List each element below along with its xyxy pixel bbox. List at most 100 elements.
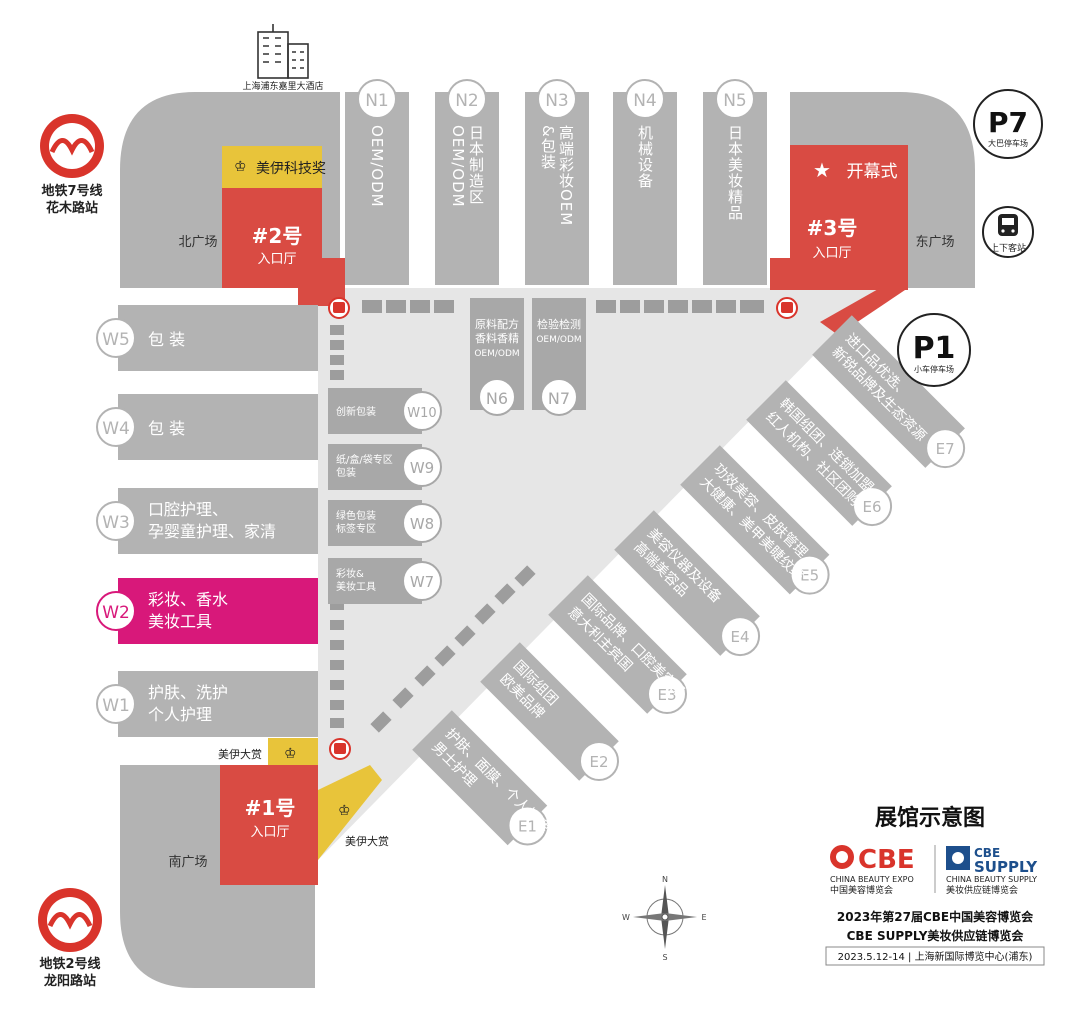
hall-block [680, 445, 830, 595]
entrance-3-ramp [820, 288, 908, 335]
entrance-1-block [220, 765, 318, 885]
entrance-1[interactable]: ♔ 美伊大赏 #1号 入口厅 ♔ 美伊大赏 [218, 738, 389, 885]
hall-label: 日本制造区 [467, 125, 485, 205]
hall-badge [925, 428, 966, 469]
hall-label: 包 装 [148, 419, 185, 438]
parking-p7[interactable]: P7 大巴停车场 [973, 89, 1043, 159]
hall-label: 包装 [336, 466, 356, 479]
parking-p1[interactable]: P1 小车停车场 [897, 313, 971, 387]
hall-badge [578, 740, 619, 781]
metro-logo-icon [38, 888, 102, 952]
hall-block [812, 315, 965, 468]
hall-badge [96, 684, 136, 724]
hall-block [118, 578, 318, 644]
east-plaza-label: 东广场 [915, 235, 954, 250]
hall-badge [507, 805, 548, 846]
train-icon [998, 214, 1018, 236]
entrance-2[interactable]: ♔ 美伊科技奖 #2号 入口厅 [222, 146, 345, 306]
hotel: 上海浦东嘉里大酒店 [242, 24, 324, 92]
bus-stop[interactable]: 上下客站 [982, 206, 1034, 258]
metro-top[interactable]: 地铁7号线 花木路站 [40, 114, 104, 216]
award-w1-label: 美伊大赏 [218, 747, 262, 761]
hall-label: 护肤、洗护 [148, 683, 228, 702]
cbe-cn: 中国美容博览会 [830, 884, 893, 896]
hall-badge [852, 486, 893, 527]
hall-w4[interactable]: W4 包 装 [96, 394, 318, 460]
hall-n5[interactable]: N5 日本美妆精品 [703, 79, 767, 285]
hall-label: 机械设备 [636, 125, 654, 189]
award-w1-bg [268, 738, 318, 766]
west-concourse [318, 288, 322, 768]
supply-wordmark-1: CBE [974, 846, 1000, 860]
supply-logo: CBE SUPPLY CHINA BEAUTY SUPPLY 美妆供应链博览会 [946, 846, 1038, 896]
hall-id: N2 [455, 91, 479, 111]
hall-label: 日本美妆精品 [726, 125, 744, 221]
hall-label: 彩妆、香水 [148, 590, 228, 609]
hall-id: E7 [936, 440, 955, 458]
metro-top-station: 花木路站 [46, 200, 98, 216]
hall-id: N5 [723, 91, 747, 111]
hall-block [435, 92, 499, 285]
supply-cn: 美妆供应链博览会 [946, 884, 1018, 896]
event-line-1: 2023年第27届CBE中国美容博览会 [837, 909, 1034, 924]
hall-id: W2 [102, 603, 130, 623]
cbe-wordmark: CBE [858, 845, 915, 875]
entrance-3[interactable]: ★ 开幕式 #3号 入口厅 [770, 145, 908, 335]
hall-id: N6 [486, 389, 508, 408]
hall-id: W4 [102, 419, 130, 439]
hall-id: N7 [548, 389, 570, 408]
hall-label: OEM/ODM [449, 125, 467, 208]
hall-label: 个人护理 [148, 705, 212, 724]
hall-id: E4 [731, 628, 750, 646]
hall-label: 纸/盒/袋专区 [336, 453, 393, 466]
cbe-logo: CBE CHINA BEAUTY EXPO 中国美容博览会 [830, 845, 915, 896]
event-line-2: CBE SUPPLY美妆供应链博览会 [847, 928, 1025, 943]
hall-label: OEM/ODM [368, 125, 386, 208]
award-icon: ♔ [284, 746, 297, 762]
entrance-1-label: 入口厅 [250, 825, 289, 840]
map-title: 展馆示意图 [875, 805, 985, 831]
hall-label: 检验检测 [537, 317, 581, 331]
award-tech-bg [222, 146, 322, 188]
award-bottom-label: 美伊大赏 [345, 834, 389, 848]
hall-id: E3 [657, 686, 676, 704]
p1-label: P1 [913, 331, 956, 366]
metro-logo-icon [40, 114, 104, 178]
metro-bottom[interactable]: 地铁2号线 龙阳路站 [38, 888, 102, 989]
bus-icon [776, 297, 798, 319]
hall-block [480, 642, 619, 781]
event-date-box [825, 946, 1045, 966]
hall-label: 香料香精 [475, 331, 519, 345]
hall-label: 口腔护理、 [148, 500, 228, 519]
hall-block [118, 488, 318, 554]
hall-badge [402, 391, 442, 431]
hall-badge [96, 591, 136, 631]
compass-s: S [662, 953, 667, 962]
hall-id: W8 [410, 515, 434, 533]
hotel-label: 上海浦东嘉里大酒店 [242, 80, 323, 92]
building-icon [257, 24, 309, 79]
compass-n: N [662, 875, 668, 884]
hall-badge [402, 447, 442, 487]
hall-label: 高端彩妆OEM [557, 125, 575, 226]
hall-id: N3 [545, 91, 569, 111]
hall-badge [537, 79, 577, 119]
hall-badge [540, 378, 578, 416]
